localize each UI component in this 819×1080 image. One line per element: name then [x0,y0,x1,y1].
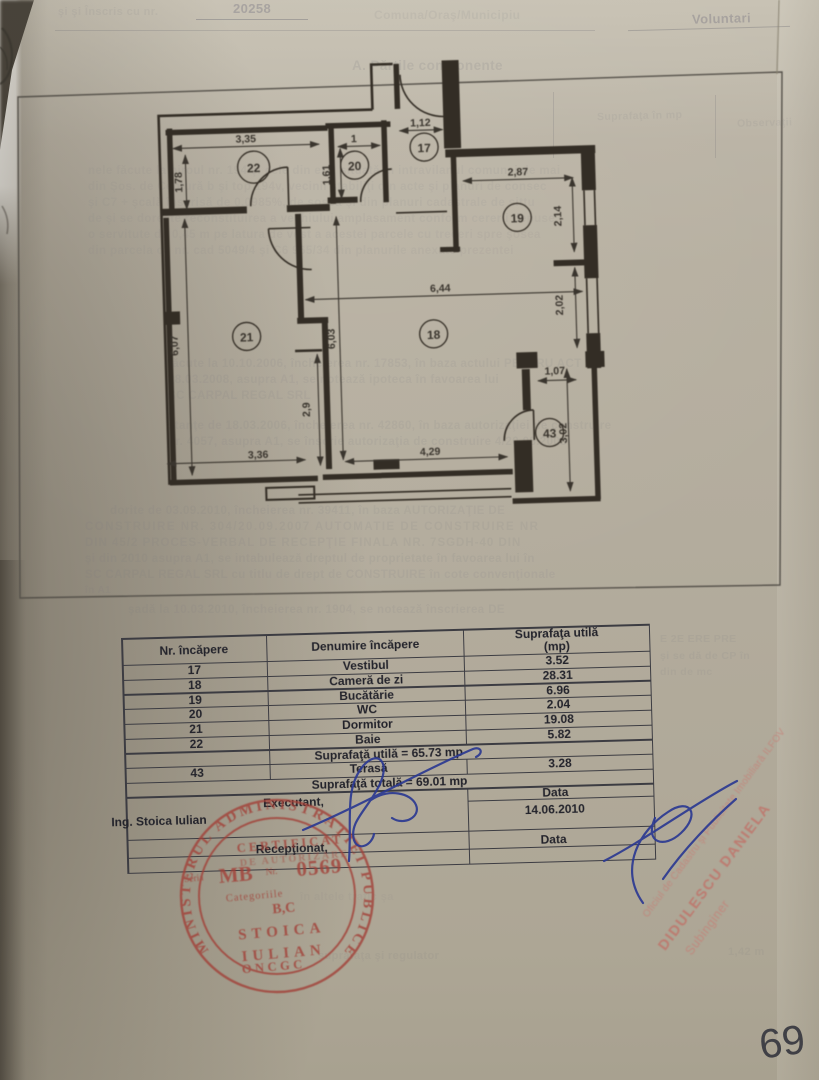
svg-text:2,02: 2,02 [554,295,567,316]
svg-text:2,87: 2,87 [507,166,528,179]
svg-text:IULIAN: IULIAN [241,942,326,965]
svg-text:MB: MB [218,861,254,888]
svg-text:20: 20 [348,159,362,173]
svg-text:6,07: 6,07 [169,335,182,356]
svg-text:1,12: 1,12 [410,117,431,130]
svg-text:0569: 0569 [295,853,343,881]
svg-text:2,14: 2,14 [552,206,565,227]
svg-text:6,44: 6,44 [430,282,451,295]
svg-text:43: 43 [543,426,557,440]
svg-text:3,36: 3,36 [248,449,269,462]
svg-text:ONCGC: ONCGC [241,957,306,977]
svg-text:3,35: 3,35 [235,133,256,146]
svg-text:1,78: 1,78 [173,172,186,193]
svg-text:22: 22 [247,161,261,175]
svg-text:1,61: 1,61 [321,164,334,185]
svg-text:1,07: 1,07 [544,365,565,378]
svg-text:Categoriile: Categoriile [225,888,283,904]
svg-text:1: 1 [351,133,357,145]
svg-text:21: 21 [240,330,254,344]
svg-text:2,9: 2,9 [301,402,313,417]
svg-text:17: 17 [417,141,431,155]
svg-text:19: 19 [510,211,524,225]
svg-text:18: 18 [427,328,441,342]
svg-text:B,C: B,C [272,900,296,917]
svg-text:6,03: 6,03 [325,328,338,349]
svg-text:4,29: 4,29 [420,446,441,459]
svg-text:Seria: Seria [184,873,205,885]
svg-text:STOICA: STOICA [238,920,326,944]
svg-text:Nr.: Nr. [265,867,278,878]
svg-text:69: 69 [756,1016,808,1068]
